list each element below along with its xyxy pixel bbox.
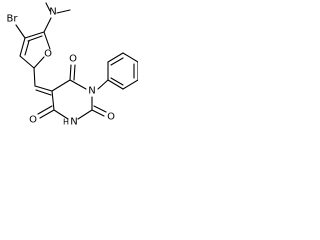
bond-c2-c3-inner (27, 35, 43, 42)
bond-c4-c5 (19, 55, 35, 69)
bond-ph-5-6 (122, 79, 138, 90)
bond-ph-2-3-inner (110, 57, 124, 66)
molecule-structure: Br N O O N O N H O (7, 2, 138, 128)
bond-ph-6-1 (107, 79, 124, 90)
carbonyl-bonds (37, 64, 107, 119)
bond-ch-c5pyr (34, 85, 53, 92)
bond-c5-c6 (51, 79, 71, 92)
bond-c3-c4-inner (24, 40, 30, 56)
bond-c3-br (15, 24, 26, 39)
n1-nitrogen-label: N (88, 86, 95, 97)
bond-ph-2-3 (107, 52, 124, 63)
c6-carbonyl-oxygen-label: O (69, 54, 77, 65)
bond-c3-c4 (19, 37, 26, 57)
dimethylamino-nitrogen-label: N (49, 7, 56, 18)
bond-c2-o-double (93, 105, 107, 113)
phenyl-ring (97, 52, 138, 90)
furan-oxygen-label: O (44, 49, 52, 60)
bond-c4-c5 (51, 90, 55, 111)
bond-n-methyl-a (56, 9, 71, 14)
bond-n-methyl-b (45, 2, 51, 12)
pyrimidine-ring (51, 79, 93, 120)
bond-c2-o (91, 109, 105, 117)
bond-c2-n (43, 17, 52, 33)
bond-c6-o (69, 64, 72, 81)
bond-c6-n1 (69, 79, 87, 90)
bond-c2-n3 (77, 109, 93, 120)
bromine-label: Br (7, 14, 19, 25)
n3-hydrogen-label: H (63, 118, 69, 127)
bond-ph-3-4 (122, 52, 138, 63)
bond-o-c2 (43, 31, 51, 50)
bond-c4-o-double (37, 105, 53, 115)
atom-labels: Br N O O N O N H O (7, 7, 116, 128)
methylidene-linker (33, 67, 53, 96)
bond-c4-o (39, 109, 55, 119)
bond-n3-c4 (53, 109, 69, 120)
bond-c5-o (33, 56, 45, 69)
furan-substituents (15, 2, 71, 39)
bond-ch-c5pyr-inner (35, 89, 52, 96)
bond-c5-ch (33, 67, 36, 87)
bond-ph-6-1-inner (110, 77, 124, 86)
bond-c6-o-double (73, 64, 76, 81)
n3-nitrogen-label: N (70, 117, 77, 128)
c4-carbonyl-oxygen-label: O (29, 115, 37, 126)
bond-c2-c3 (24, 31, 45, 39)
furan-ring (19, 31, 51, 69)
c2-carbonyl-oxygen-label: O (107, 112, 115, 123)
bond-n1-cipso (97, 79, 109, 90)
